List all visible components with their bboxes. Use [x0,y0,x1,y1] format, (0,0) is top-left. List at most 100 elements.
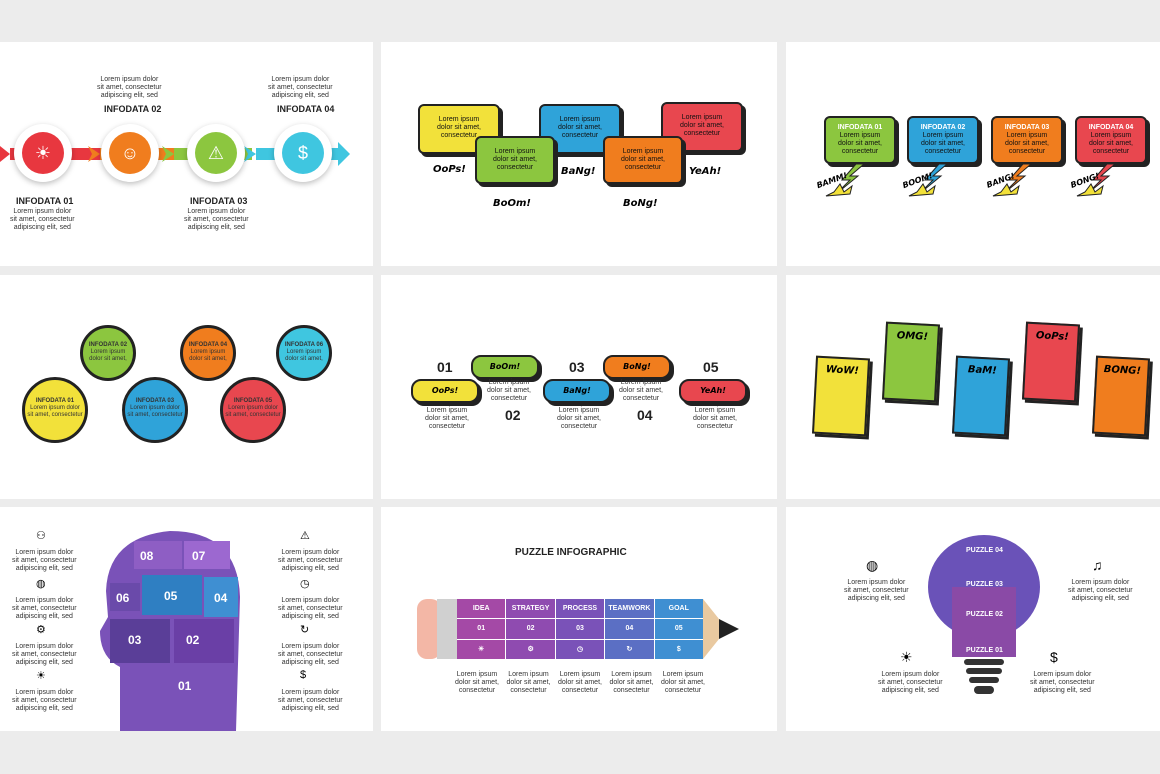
word-bubble: BaNg! [543,379,611,403]
bell-icon: ♫ [1092,557,1103,573]
bulb-icon: ☀ [900,649,913,665]
step-circle-1: ☀ [14,124,72,182]
puzzle-label: PUZZLE 03 [966,581,1003,588]
dollar-icon: $ [282,132,324,174]
warning-icon: ⚠ [195,132,237,174]
puzzle-label: PUZZLE 02 [966,611,1003,618]
dollar-icon: $ [1050,649,1058,665]
slide-timeline-circles[interactable]: ☀ ☺ ⚠ $ INFODATA 02 INFODATA 04 INFODATA… [0,42,373,266]
label-infodata-01: INFODATA 01 [16,196,74,206]
label-infodata-04: INFODATA 04 [277,104,335,114]
word-bubble: BoNg! [603,355,671,379]
piece-number: 03 [128,633,142,647]
dollar-icon: $ [300,669,307,681]
comic-card: OoPs! [1021,321,1081,403]
bubble-title: INFODATA 01 [837,124,883,131]
globe-icon: ◍ [36,578,46,590]
piece-number: 02 [186,633,200,647]
pencil-graphic [417,599,739,659]
label-infodata-03: INFODATA 03 [190,196,248,206]
user-icon: ⚇ [36,530,46,542]
comic-card: WoW! [811,355,871,437]
gear-icon: ⚙ [506,639,555,659]
pencil-number: 03 [555,619,605,639]
pencil-header: TEAMWORK [605,599,654,619]
piece-number: 04 [214,591,228,605]
clock-icon: ◷ [555,639,605,659]
refresh-icon: ↻ [300,624,310,636]
bubble-title: INFODATA 04 [1088,124,1134,131]
pencil-number: 05 [654,619,703,639]
comic-card: BaM! [951,355,1011,437]
piece-number: 06 [116,591,130,605]
refresh-icon: ↻ [605,639,654,659]
word-yeah: YeAh! [689,166,722,177]
pencil-header: IDEA [457,599,506,619]
step-number: 01 [437,359,453,375]
head-puzzle [100,531,240,731]
slide-head-puzzle[interactable]: 08 07 06 05 04 03 02 01 ⚇ ◍ ⚙ ☀ ⚠ ◷ ↻ $ … [0,507,373,731]
slide-numbered-bubbles[interactable]: 01 02 03 04 05 OoPs! BoOm! BaNg! BoNg! Y… [381,275,777,499]
step-circle-4: $ [274,124,332,182]
bulb-icon: ☀ [457,639,506,659]
page-title: PUZZLE INFOGRAPHIC [515,547,627,558]
comic-card: BONG! [1091,355,1151,437]
piece-number: 01 [178,679,192,693]
user-icon: ☺ [109,132,151,174]
comic-card: OMG! [881,321,941,403]
word-boom: BoOm! [493,198,531,209]
slide-comic-cards[interactable]: WoW! OMG! BaM! OoPs! BONG! [786,275,1160,499]
step-number: 02 [505,407,521,423]
bulb-graphic [928,535,1040,694]
step-number: 05 [703,359,719,375]
pencil-number: 04 [605,619,654,639]
word-bubble: BoOm! [471,355,539,379]
slide-bulb-puzzle[interactable]: PUZZLE 04 PUZZLE 03 PUZZLE 02 PUZZLE 01 … [786,507,1160,731]
pencil-header: STRATEGY [506,599,555,619]
pencil-header: PROCESS [555,599,605,619]
bubble-title: INFODATA 03 [1004,124,1050,131]
word-bong: BoNg! [623,198,658,209]
bulb-icon: ☀ [22,132,64,174]
gear-icon: ⚙ [36,624,46,636]
clock-icon: ◷ [300,578,310,590]
label-infodata-02: INFODATA 02 [104,104,162,114]
